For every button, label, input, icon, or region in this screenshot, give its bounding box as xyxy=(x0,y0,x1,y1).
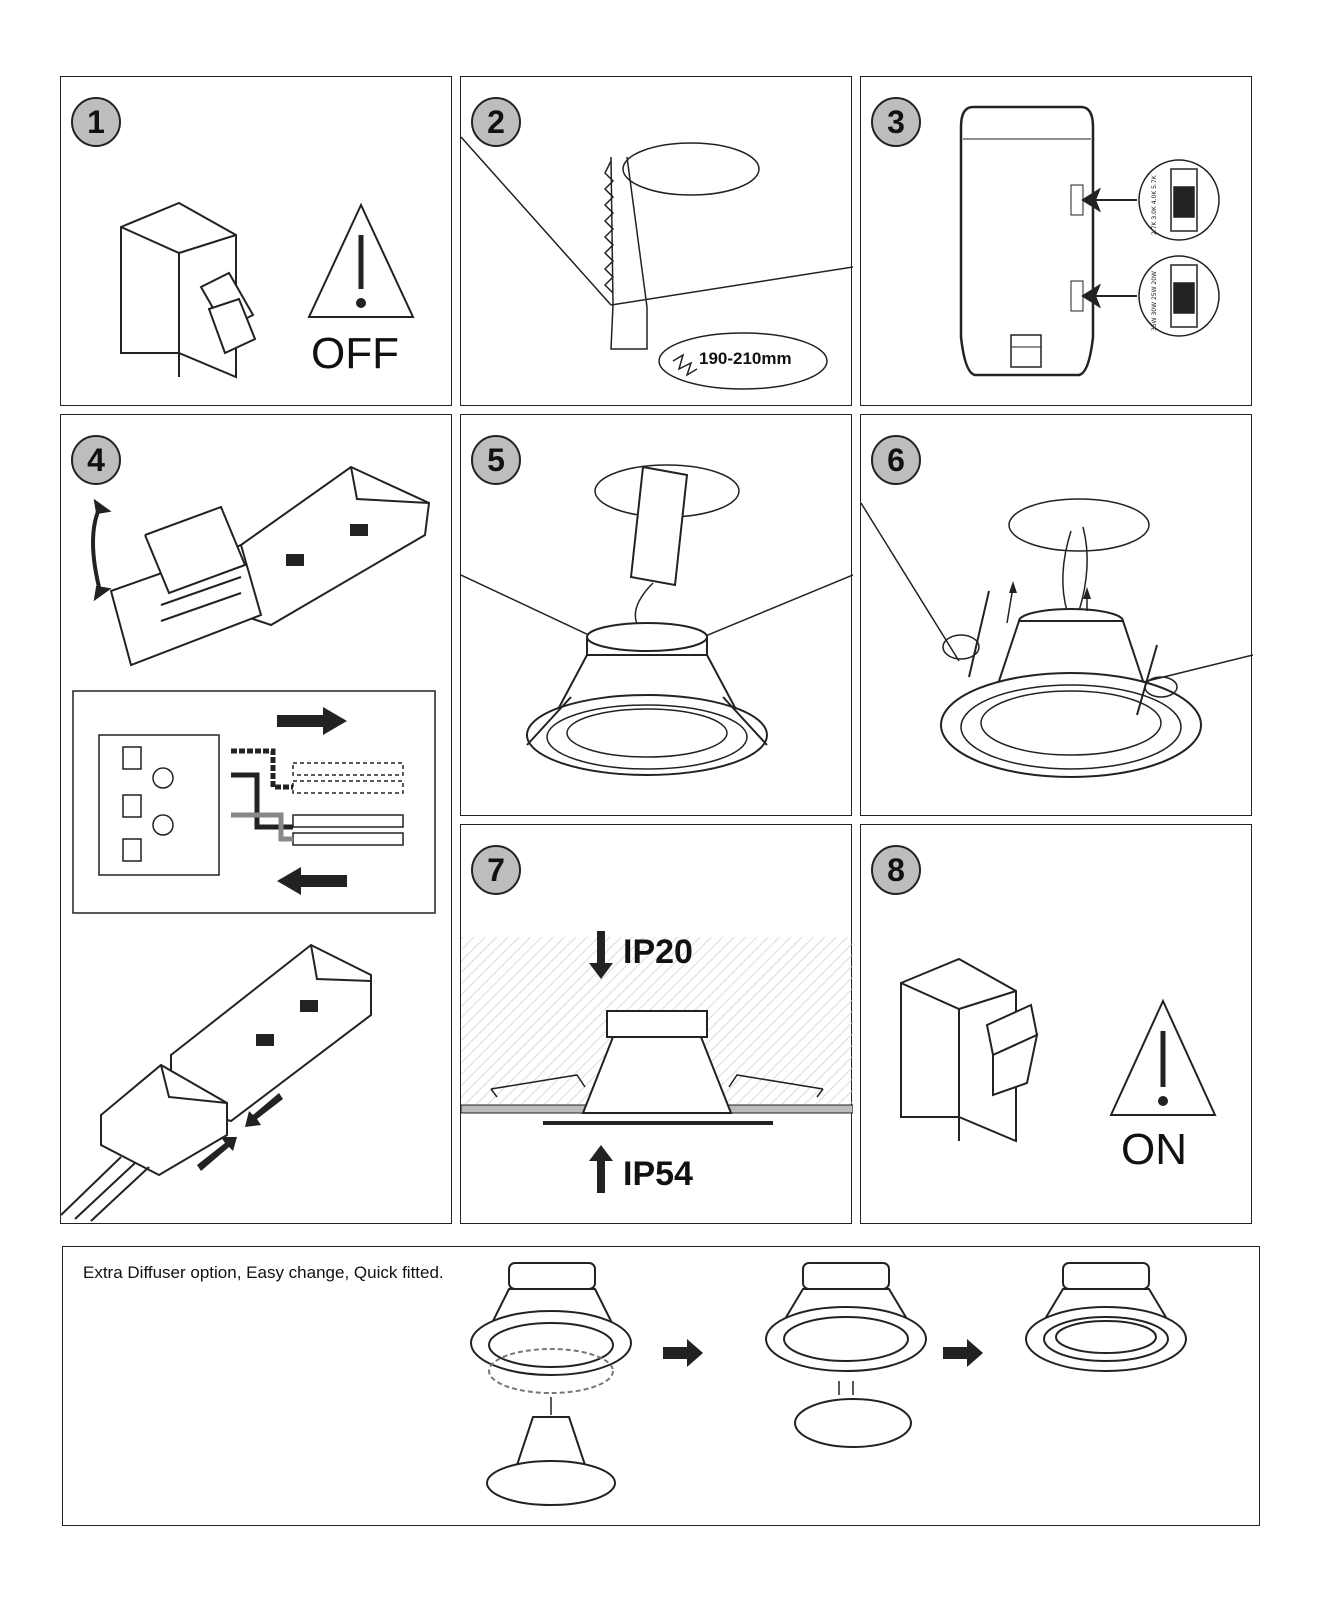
diffuser-note: Extra Diffuser option, Easy change, Quic… xyxy=(83,1263,444,1282)
driver-switch-settings-illustration xyxy=(959,105,1220,377)
terminal-wiring-illustration xyxy=(61,465,436,1222)
diffuser-change-sequence-illustration xyxy=(470,1262,1187,1506)
step-number-badge: 5 xyxy=(471,435,521,485)
step-number-badge: 2 xyxy=(471,97,521,147)
ip54-rating-label: IP54 xyxy=(623,1155,693,1193)
insert-driver-through-cutout-illustration xyxy=(461,464,853,776)
circuit-breaker-off-illustration xyxy=(120,201,415,379)
step-number-badge: 7 xyxy=(471,845,521,895)
step-1-panel: 1 OFF xyxy=(60,76,452,406)
step-5-panel: 5 xyxy=(460,414,853,816)
step-3-panel: 3 2.7K 3.0K 4.0K 5.7K 35W 30W 25W 20W xyxy=(860,76,1252,406)
cct-switch-detail xyxy=(1138,159,1220,241)
step-7-panel: 7 IP20 IP54 xyxy=(460,824,853,1224)
on-label: ON xyxy=(1121,1125,1187,1174)
step-number-badge: 3 xyxy=(871,97,921,147)
off-label: OFF xyxy=(311,329,399,378)
cct-options-label: 2.7K 3.0K 4.0K 5.7K xyxy=(1151,175,1158,235)
step-number-badge: 8 xyxy=(871,845,921,895)
warning-triangle-icon xyxy=(307,202,415,318)
circuit-breaker-on-illustration xyxy=(900,957,1217,1143)
ip-rating-cross-section-illustration xyxy=(461,931,853,1193)
spring-clip-installation-illustration xyxy=(861,498,1253,778)
ip20-rating-label: IP20 xyxy=(623,933,693,971)
power-switch-detail xyxy=(1138,255,1220,337)
step-2-panel: 2 190-210mm xyxy=(460,76,853,406)
wiring-diagram-inset xyxy=(72,690,436,914)
step-number-badge: 1 xyxy=(71,97,121,147)
step-6-panel: 6 xyxy=(860,414,1253,816)
diffuser-option-panel: Extra Diffuser option, Easy change, Quic… xyxy=(62,1246,1260,1526)
cutout-dimension-label: 190-210mm xyxy=(699,349,792,368)
ceiling-cutout-saw-illustration xyxy=(461,136,853,390)
step-number-badge: 4 xyxy=(71,435,121,485)
power-options-label: 35W 30W 25W 20W xyxy=(1151,271,1158,331)
step-8-panel: 8 ON xyxy=(860,824,1252,1224)
warning-triangle-icon xyxy=(1109,998,1217,1116)
step-4-panel: 4 xyxy=(60,414,452,1224)
step-number-badge: 6 xyxy=(871,435,921,485)
